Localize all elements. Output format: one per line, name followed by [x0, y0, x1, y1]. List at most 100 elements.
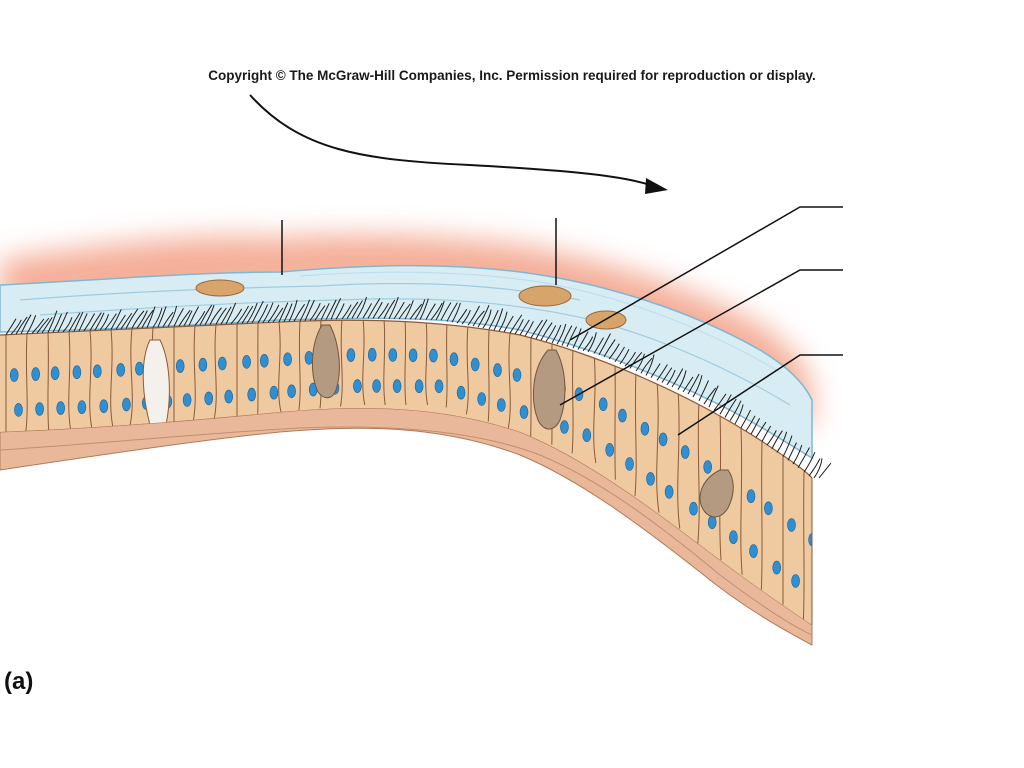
cell-boundary — [802, 472, 805, 620]
cilium — [776, 431, 788, 453]
nucleus — [456, 385, 466, 400]
cilium — [20, 314, 32, 335]
cell-boundary — [298, 320, 301, 411]
cilium — [509, 314, 523, 334]
goblet-cell — [311, 324, 340, 399]
cell-boundary — [340, 320, 343, 407]
nucleus — [72, 365, 82, 380]
cilium — [740, 409, 751, 429]
cilium — [577, 331, 589, 350]
cell-boundary — [656, 380, 660, 513]
figure-label: (a) — [4, 668, 34, 695]
cilium — [456, 308, 468, 324]
cilium — [83, 313, 96, 332]
cilium — [708, 385, 719, 408]
cilium — [362, 303, 372, 319]
nucleus — [470, 357, 480, 372]
nucleus — [122, 397, 131, 412]
nucleus — [749, 544, 758, 558]
cilium — [173, 308, 184, 327]
cilium — [152, 307, 163, 328]
cilium — [614, 346, 625, 362]
cilium — [372, 301, 383, 319]
cilium — [15, 316, 28, 335]
cilium — [488, 309, 499, 330]
nucleus — [814, 586, 822, 599]
nucleus — [135, 361, 144, 376]
cilium — [503, 315, 514, 333]
cell-boundary — [25, 333, 28, 431]
cilium — [299, 299, 311, 322]
epithelial-cell-layer — [0, 320, 822, 625]
nucleus — [224, 389, 233, 404]
cilium — [635, 353, 645, 372]
nucleus — [618, 408, 627, 423]
cilium — [524, 321, 534, 337]
cilium — [36, 317, 50, 334]
cilium — [713, 393, 727, 411]
cell-boundary — [465, 325, 469, 415]
cilium — [367, 298, 381, 319]
nucleus — [414, 379, 424, 394]
cilium — [293, 303, 306, 322]
cell-boundary — [68, 331, 72, 430]
cilium — [467, 305, 480, 326]
cilium — [309, 302, 321, 321]
cilium — [341, 304, 352, 320]
nucleus — [259, 353, 269, 368]
cilium — [325, 299, 337, 320]
cilium — [477, 304, 490, 328]
nucleus — [9, 368, 19, 382]
cilium — [204, 304, 215, 326]
cilium — [446, 302, 458, 322]
cilium — [398, 303, 411, 320]
cilium — [57, 311, 68, 333]
cilium — [482, 309, 492, 329]
cilium — [425, 303, 436, 320]
cilium — [598, 333, 611, 355]
cilium — [62, 317, 73, 333]
goblet-cell — [699, 469, 734, 518]
nucleus — [477, 392, 487, 406]
cell-boundary — [213, 324, 217, 419]
nucleus — [408, 348, 418, 363]
cilium — [104, 313, 117, 331]
cell-boundary — [677, 389, 681, 529]
nucleus — [746, 489, 756, 504]
cilium — [194, 310, 206, 326]
nucleus — [304, 351, 314, 365]
nucleus — [392, 379, 402, 393]
cilium — [304, 299, 315, 321]
cilium — [330, 298, 342, 320]
nucleus — [14, 403, 23, 417]
cilium — [136, 310, 148, 329]
cilium — [687, 373, 700, 395]
nucleus — [605, 443, 615, 457]
cilium — [5, 318, 17, 335]
cilium — [682, 376, 694, 393]
nucleus — [204, 391, 213, 406]
cell-boundary — [571, 348, 574, 454]
cilium — [146, 306, 156, 328]
cilium — [141, 309, 154, 329]
cilium — [451, 302, 461, 323]
cilium — [89, 312, 102, 331]
nucleus — [640, 421, 650, 436]
cilium — [251, 300, 264, 324]
nucleus — [269, 385, 279, 400]
cilium — [587, 332, 597, 353]
cilium — [99, 313, 110, 331]
cilium — [435, 300, 445, 321]
cilium — [404, 300, 414, 320]
cilium — [199, 304, 213, 326]
nucleus — [93, 364, 102, 379]
nucleus — [689, 501, 698, 516]
cilium — [162, 311, 174, 328]
cilium — [808, 458, 821, 477]
cell-boundary — [445, 321, 448, 408]
cilium — [619, 348, 630, 365]
cilium — [556, 323, 567, 345]
cilium — [551, 324, 562, 344]
cilium — [393, 301, 405, 320]
nucleus — [598, 397, 608, 412]
